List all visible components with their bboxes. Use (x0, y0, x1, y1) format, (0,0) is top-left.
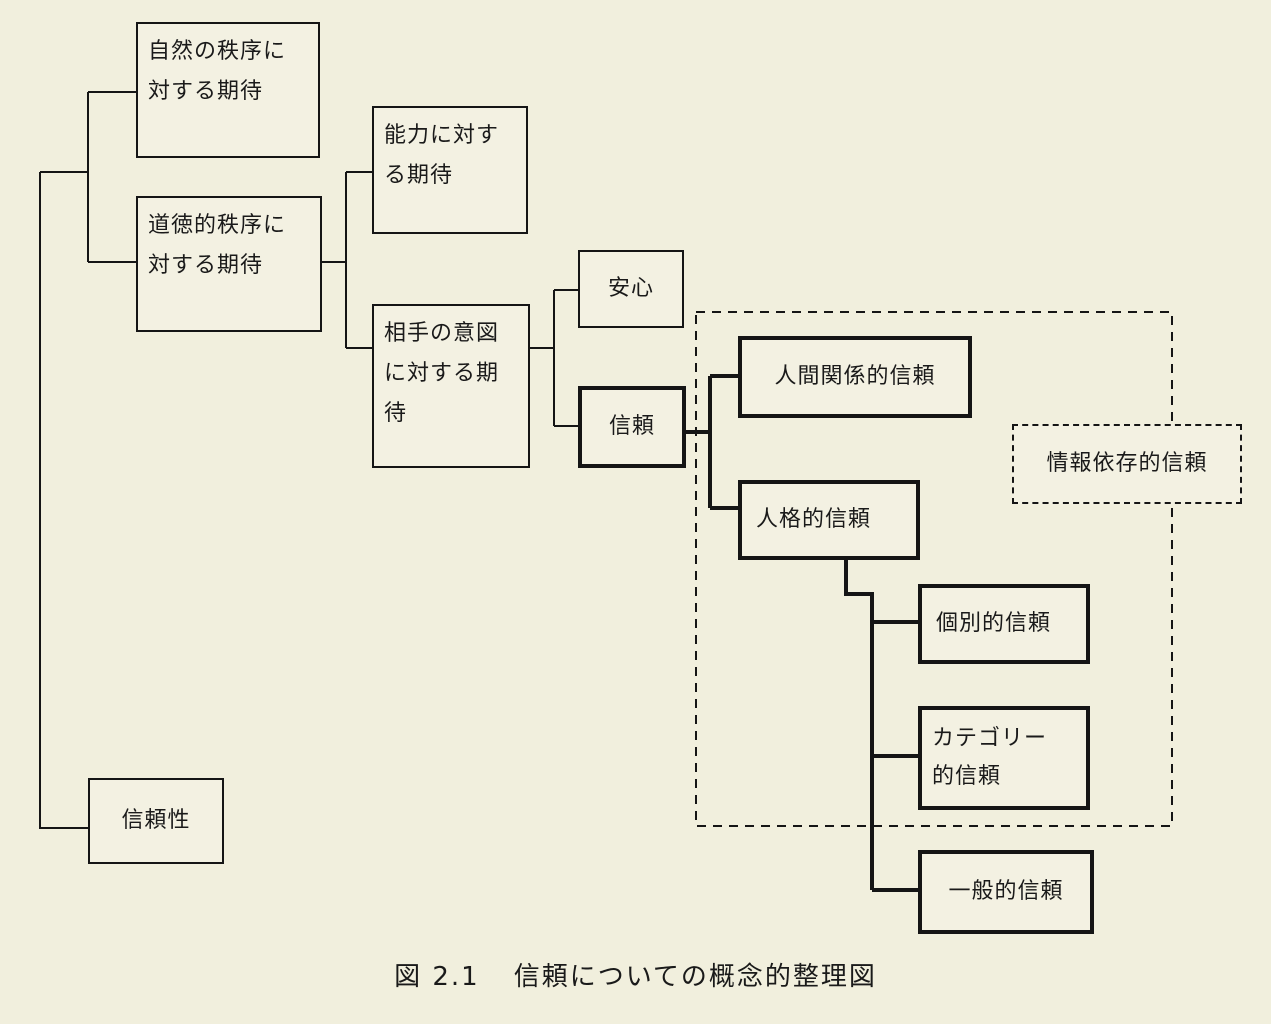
node-general-trust: 一般的信頼 (918, 850, 1094, 934)
bracket-personality-branch (844, 558, 918, 892)
figure-number: 図 2.1 (394, 962, 480, 992)
trunk-left (39, 172, 88, 829)
node-individual-trust: 個別的信頼 (918, 584, 1090, 664)
bracket-trust-branch (686, 374, 738, 510)
bracket-moral-branch (322, 171, 372, 349)
node-personality-trust: 人格的信頼 (738, 480, 920, 560)
node-ability-expectation: 能力に対す る期待 (372, 106, 528, 234)
node-trustworthiness: 信頼性 (88, 778, 224, 864)
bracket-expectations (87, 91, 136, 263)
node-moral-order-expectation: 道徳的秩序に 対する期待 (136, 196, 322, 332)
node-nature-order-expectation: 自然の秩序に 対する期待 (136, 22, 320, 158)
node-information-dependent-trust: 情報依存的信頼 (1012, 424, 1242, 504)
node-relational-trust: 人間関係的信頼 (738, 336, 972, 418)
node-intention-expectation: 相手の意図 に対する期 待 (372, 304, 530, 468)
figure-title: 信頼についての概念的整理図 (513, 962, 877, 992)
bracket-intention-branch (530, 289, 578, 427)
node-assurance: 安心 (578, 250, 684, 328)
node-trust: 信頼 (578, 386, 686, 468)
figure-caption: 図 2.1 信頼についての概念的整理図 (0, 956, 1271, 993)
node-category-trust: カテゴリー 的信頼 (918, 706, 1090, 810)
